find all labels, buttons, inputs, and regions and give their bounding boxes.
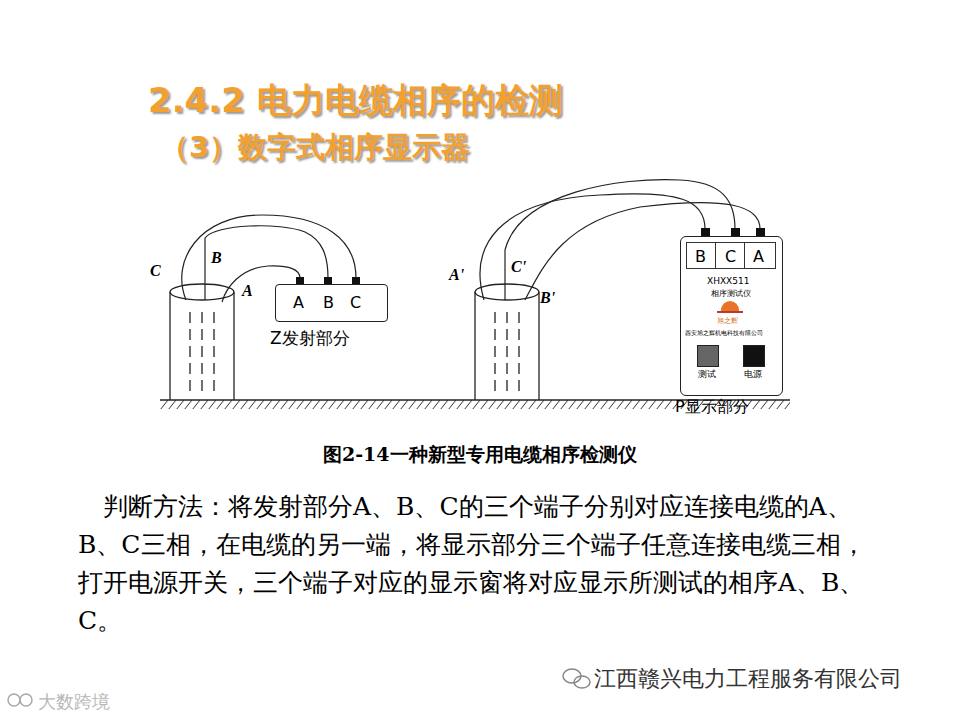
emitter-box: ABCZ发射部分 [275,284,388,322]
slide-title: 2.4.2 电力电缆相序的检测 [148,78,563,124]
wechat-icon [563,669,590,688]
power-button [743,345,765,367]
cable-right [475,284,539,400]
display-device: BCAXHXX511相序测试仪旭之辉西安旭之辉机电科技有限公司测试电源P显示部分 [680,236,783,396]
brand-logo-text: 旭之辉 [717,316,738,326]
display-divider [744,242,745,269]
test-button [697,345,719,367]
watermark: 大数跨境 [38,690,110,714]
display-letter: B [695,247,706,266]
button-label: 测试 [698,368,716,381]
display-divider [715,242,716,269]
logo-base [717,311,743,313]
phase-label: B' [540,289,555,307]
phase-label: A' [449,266,464,284]
terminal-letter: C [350,293,361,312]
display-letter: A [753,247,764,266]
display-letter: C [725,247,736,266]
phase-label: C' [511,258,526,276]
part-name: Z发射部分 [270,327,350,350]
terminal-letter: A [293,293,304,312]
part-name: P显示部分 [675,397,749,418]
slide-subtitle: （3）数字式相序显示器 [160,128,470,168]
cable-left [170,284,234,400]
phase-label: C [150,262,161,280]
device-name: 相序测试仪 [711,288,751,299]
button-label: 电源 [744,368,762,381]
phase-label: A [242,282,253,300]
emitter-terminals [296,277,360,284]
figure-caption: 图2-14一种新型专用电缆相序检测仪 [323,442,637,468]
phase-label: B [211,249,222,267]
maker-name: 西安旭之辉机电科技有限公司 [685,329,763,338]
watermark-icon [8,694,32,706]
watermark: 江西赣兴电力工程服务有限公司 [594,664,902,694]
model-number: XHXX511 [707,276,749,286]
terminal-letter: B [323,293,334,312]
logo-sun [721,301,739,311]
device-terminals [701,228,765,236]
body-paragraph: 判断方法：将发射部分A、B、C的三个端子分别对应连接电缆的A、B、C三相，在电缆… [78,488,878,640]
